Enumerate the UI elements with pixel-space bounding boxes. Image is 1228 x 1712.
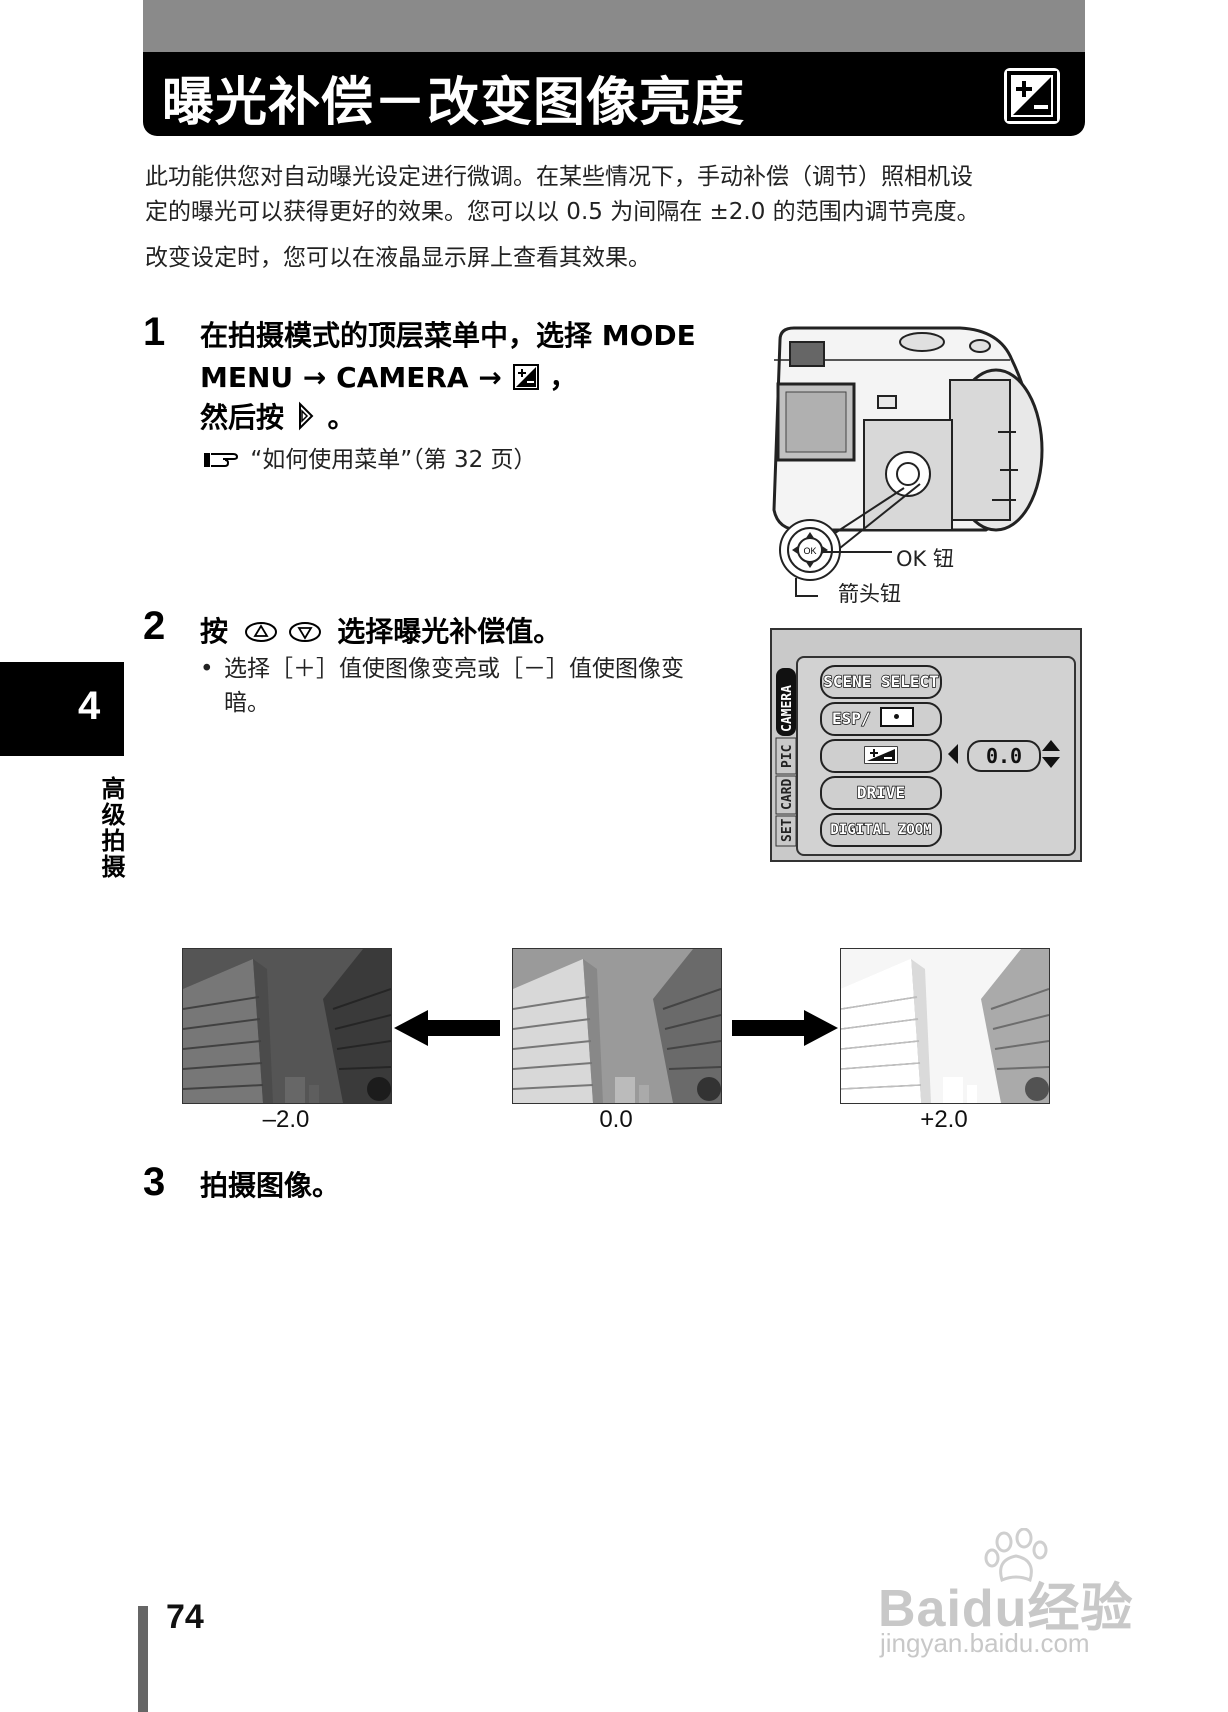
period: 。 <box>327 401 356 434</box>
exposure-value-display: 0.0 <box>967 740 1041 772</box>
chapter-number: 4 <box>78 684 101 728</box>
step-1-line-3: 然后按 。 <box>200 398 356 442</box>
step-1-number: 1 <box>143 310 166 354</box>
reference-text: “如何使用菜单”（第 32 页） <box>250 447 537 473</box>
svg-text:OK: OK <box>803 546 816 556</box>
ok-button-callout: OK 钮 <box>896 547 954 571</box>
step-3-number: 3 <box>143 1160 166 1204</box>
arrow-glyph: → <box>302 361 327 394</box>
up-arrow-button-icon <box>244 614 278 654</box>
tab-card[interactable]: CARD <box>780 778 795 810</box>
step-1-line-2: MENU → CAMERA → ， <box>200 358 577 402</box>
page-number: 74 <box>166 1598 204 1636</box>
value-up-down-arrows-icon[interactable] <box>1040 738 1062 774</box>
photo-normal <box>512 948 722 1104</box>
menu-tab-strip <box>774 664 798 848</box>
menu-item-esp[interactable]: ESP/ <box>820 702 942 736</box>
photo-label-dark: –2.0 <box>262 1106 310 1133</box>
chapter-tab <box>0 662 124 756</box>
down-arrow-button-icon <box>288 614 322 654</box>
camera-label: CAMERA <box>336 361 469 394</box>
menu-item-drive[interactable]: DRIVE <box>820 776 942 810</box>
value-decrease-arrow-icon[interactable] <box>946 742 960 770</box>
photo-label-bright: +2.0 <box>920 1106 968 1133</box>
exposure-compensation-icon <box>512 362 540 402</box>
left-arrow-icon <box>394 1010 502 1050</box>
camera-illustration: OK <box>760 320 1050 600</box>
arrow-button-callout: 箭头钮 <box>838 582 901 606</box>
pointing-hand-icon <box>203 447 239 477</box>
title-bar <box>143 52 1085 136</box>
press-text: 按 <box>200 615 229 648</box>
esp-label: ESP/ <box>831 708 871 728</box>
chapter-label: 高级拍摄 <box>97 776 125 880</box>
intro-line-2: 定的曝光可以获得更好的效果。您可以以 0.5 为间隔在 ±2.0 的范围内调节亮… <box>145 199 980 225</box>
step-1-reference: “如何使用菜单”（第 32 页） <box>203 440 537 477</box>
comma: ， <box>549 361 578 394</box>
menu-label: MENU <box>200 361 294 394</box>
exposure-compensation-icon <box>1004 68 1060 124</box>
step-2-bullet-marker: • <box>200 656 214 682</box>
then-press-text: 然后按 <box>200 401 285 434</box>
step-2-bullet-line-1: 选择［＋］值使图像变亮或［－］值使图像变 <box>224 656 684 682</box>
intro-line-1: 此功能供您对自动曝光设定进行微调。在某些情况下，手动补偿（调节）照相机设 <box>145 164 973 190</box>
photo-dark <box>182 948 392 1104</box>
page-number-bar <box>138 1606 148 1712</box>
photo-bright <box>840 948 1050 1104</box>
menu-item-scene-select[interactable]: SCENE SELECT <box>820 665 942 699</box>
right-arrow-button-icon <box>294 401 318 442</box>
intro-line-3: 改变设定时，您可以在液晶显示屏上查看其效果。 <box>145 245 651 271</box>
tab-pic[interactable]: PIC <box>780 744 795 768</box>
select-value-text: 选择曝光补偿值。 <box>337 615 562 648</box>
right-arrow-icon <box>730 1010 838 1050</box>
step-2-bullet-line-2: 暗。 <box>224 690 270 716</box>
menu-item-exposure-compensation[interactable] <box>820 739 942 773</box>
menu-item-digital-zoom[interactable]: DIGITAL ZOOM <box>820 813 942 847</box>
header-accent-bar <box>143 0 1085 52</box>
step-2-number: 2 <box>143 604 166 648</box>
tab-camera[interactable]: CAMERA <box>780 685 795 732</box>
tab-set[interactable]: SET <box>780 818 795 842</box>
step-2-line: 按 选择曝光补偿值。 <box>200 612 561 654</box>
exposure-compensation-icon <box>864 744 898 774</box>
arrow-glyph: → <box>478 361 502 394</box>
step-1-line-1: 在拍摄模式的顶层菜单中，选择 MODE <box>200 319 696 352</box>
watermark-brand: Baidu经验 <box>878 1580 1134 1638</box>
spot-metering-icon <box>880 707 915 727</box>
photo-label-normal: 0.0 <box>599 1106 633 1133</box>
step-3-text: 拍摄图像。 <box>200 1169 341 1202</box>
page-title: 曝光补偿－改变图像亮度 <box>162 73 746 133</box>
paw-logo-icon <box>984 1527 1054 1590</box>
watermark-url: jingyan.baidu.com <box>880 1628 1090 1658</box>
